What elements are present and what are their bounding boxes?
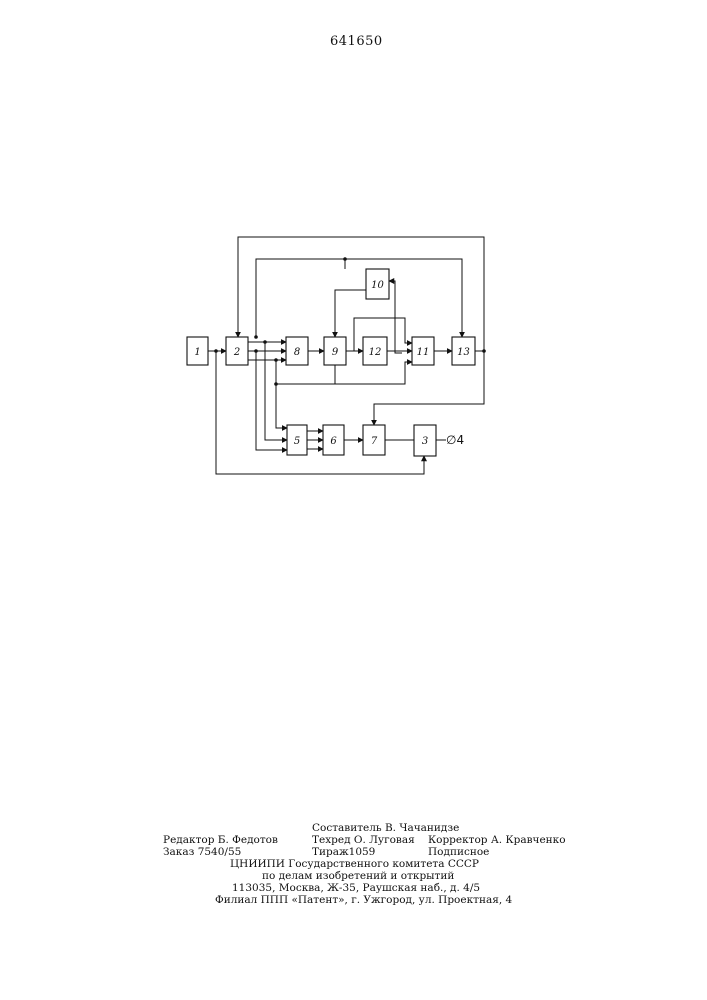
output-label: ∅4: [446, 433, 464, 447]
imprint-subscription: Подписное: [428, 846, 489, 858]
imprint-address: 113035, Москва, Ж-35, Раушская наб., д. …: [232, 882, 480, 894]
imprint-org-line2: по делам изобретений и открытий: [262, 870, 454, 882]
block-8: 8: [286, 337, 308, 365]
block-10-label: 10: [371, 280, 384, 291]
block-2: 2: [226, 337, 248, 365]
block-7: 7: [363, 425, 385, 455]
block-6-label: 6: [330, 436, 337, 447]
block-1: 1: [187, 337, 208, 365]
imprint-order: Заказ 7540/55: [163, 846, 241, 858]
block-9-label: 9: [332, 347, 339, 358]
imprint-corrector: Корректор А. Кравченко: [428, 834, 566, 846]
block-12: 12: [363, 337, 387, 365]
imprint-editor: Редактор Б. Федотов: [163, 834, 278, 846]
block-13: 13: [452, 337, 475, 365]
imprint-tech-editor: Техред О. Луговая: [312, 834, 415, 846]
block-10: 10: [366, 269, 389, 299]
imprint-org-line1: ЦНИИПИ Государственного комитета СССР: [230, 858, 479, 870]
imprint-circulation: Тираж1059: [312, 846, 375, 858]
block-11: 11: [412, 337, 434, 365]
junction-dots: [214, 257, 486, 386]
block-2-label: 2: [233, 347, 240, 358]
block-13-label: 13: [457, 347, 470, 358]
block-5-label: 5: [294, 436, 300, 447]
block-1-label: 1: [194, 347, 200, 358]
block-11-label: 11: [417, 347, 430, 358]
block-3-label: 3: [422, 436, 428, 447]
imprint-compiler: Составитель В. Чачанидзе: [312, 822, 459, 834]
block-5: 5: [287, 425, 307, 455]
block-8-label: 8: [294, 347, 300, 358]
block-6: 6: [323, 425, 344, 455]
block-12-label: 12: [369, 347, 382, 358]
block-3: 3: [414, 425, 436, 456]
block-9: 9: [324, 337, 346, 365]
block-7-label: 7: [371, 436, 378, 447]
imprint-branch: Филиал ППП «Патент», г. Ужгород, ул. Про…: [215, 894, 512, 906]
